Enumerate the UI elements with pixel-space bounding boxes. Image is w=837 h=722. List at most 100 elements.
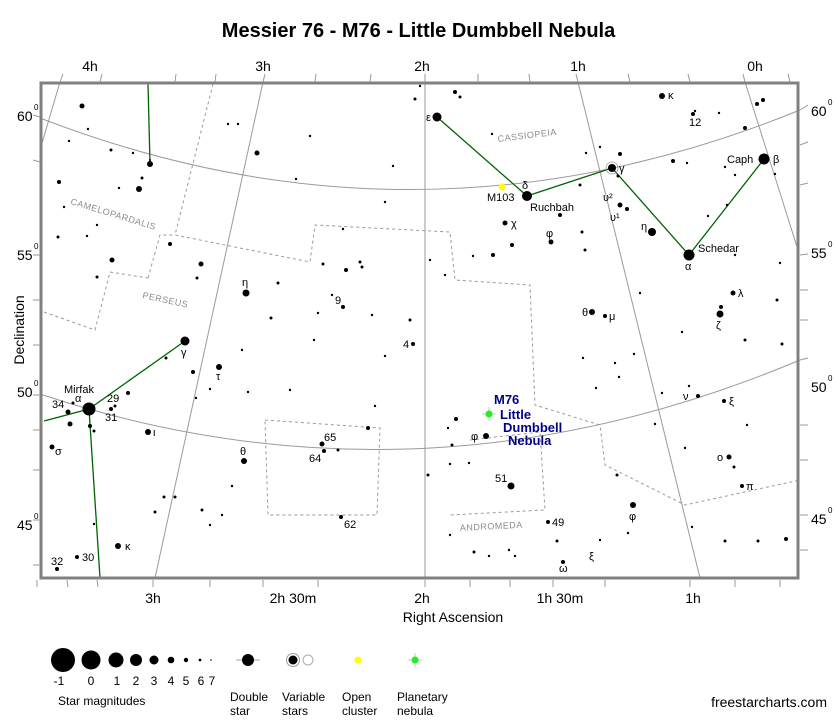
star-label-ruchbah: Ruchbah: [530, 202, 574, 214]
ra-bottom-tick: 1h: [685, 590, 701, 606]
svg-text:1: 1: [114, 674, 121, 688]
star-label-caph: Caph: [727, 154, 753, 166]
svg-text:0: 0: [828, 98, 833, 107]
legend-variable-stars: [286, 653, 314, 667]
dec-left-tick: 55: [17, 247, 33, 263]
svg-text:δ: δ: [522, 180, 528, 192]
target-name: M76: [494, 392, 519, 407]
dec-left-tick: 45: [17, 517, 33, 533]
svg-text:7: 7: [209, 674, 216, 688]
y-axis-label: Declination: [11, 295, 27, 364]
svg-text:12: 12: [689, 117, 701, 129]
legend: -1 0 1 2 3 4 5 6 7 Star magnitudes Doub: [51, 648, 448, 718]
x-axis-label: Right Ascension: [403, 609, 503, 625]
svg-text:34: 34: [52, 399, 64, 411]
svg-text:0: 0: [828, 374, 833, 383]
star-designation-labels: ε δ γ α β η κ 12 χ φ υ² υ¹ θ μ λ ζ ν ξ ο…: [51, 90, 779, 575]
constellation-label-perseus: PERSEUS: [142, 290, 190, 309]
svg-text:9: 9: [335, 295, 341, 307]
svg-text:51: 51: [495, 473, 507, 485]
svg-text:σ: σ: [55, 446, 62, 458]
svg-text:4: 4: [168, 674, 175, 688]
svg-text:32: 32: [51, 556, 63, 568]
svg-text:30: 30: [82, 552, 94, 564]
svg-text:τ: τ: [216, 371, 221, 383]
svg-text:65: 65: [324, 432, 336, 444]
svg-text:stars: stars: [282, 704, 308, 718]
axis-tick-labels: 4h 3h 2h 1h 0h 3h 2h 30m 2h 1h 30m 1h Ri…: [11, 58, 827, 625]
footer-credit[interactable]: freestarcharts.com: [711, 694, 827, 710]
chart-frame: [39, 81, 800, 580]
svg-text:0: 0: [34, 512, 39, 521]
svg-text:Open: Open: [342, 690, 371, 704]
ra-top-tick: 3h: [255, 58, 271, 74]
planetary-nebula-m76: [482, 407, 496, 421]
svg-text:Dumbbell: Dumbbell: [503, 420, 562, 435]
svg-text:Little: Little: [500, 407, 531, 422]
star-label-schedar: Schedar: [698, 243, 739, 255]
svg-text:θ: θ: [240, 446, 246, 458]
svg-text:cluster: cluster: [342, 704, 377, 718]
svg-text:5: 5: [183, 674, 190, 688]
svg-text:μ: μ: [609, 311, 615, 323]
svg-text:Planetary: Planetary: [397, 690, 448, 704]
top-ticks: [59, 73, 791, 83]
ra-grid-lines: [39, 81, 799, 579]
svg-text:χ: χ: [511, 218, 517, 230]
svg-text:π: π: [746, 481, 754, 493]
constellation-label-camelopardalis: CAMELOPARDALIS: [69, 196, 157, 232]
svg-text:0: 0: [34, 242, 39, 251]
svg-text:κ: κ: [125, 541, 131, 553]
svg-text:0: 0: [34, 103, 39, 112]
bottom-ticks: [36, 579, 781, 588]
ra-bottom-tick: 3h: [145, 590, 161, 606]
svg-text:0: 0: [828, 506, 833, 515]
svg-text:φ: φ: [546, 228, 553, 240]
svg-text:γ: γ: [181, 347, 187, 359]
dec-right-tick: 55: [811, 245, 827, 261]
svg-text:λ: λ: [738, 288, 744, 300]
open-cluster-m103: [498, 183, 506, 191]
ra-top-tick: 1h: [570, 58, 586, 74]
constellation-label-cassiopeia: CASSIOPEIA: [497, 127, 557, 144]
constellation-boundaries: [43, 83, 801, 516]
svg-text:62: 62: [344, 519, 356, 531]
svg-text:-1: -1: [54, 674, 65, 688]
dec-left-tick: 60: [17, 108, 33, 124]
svg-text:ξ: ξ: [589, 551, 594, 563]
svg-text:η: η: [242, 277, 248, 289]
svg-text:υ²: υ²: [603, 192, 613, 204]
svg-text:ε: ε: [426, 112, 431, 124]
star-label-mirfak: Mirfak: [64, 384, 94, 396]
svg-text:0: 0: [88, 674, 95, 688]
ra-bottom-tick: 2h 30m: [270, 590, 317, 606]
legend-planetary-nebula-icon: [408, 653, 422, 667]
dec-right-tick: 45: [811, 511, 827, 527]
svg-text:β: β: [773, 154, 779, 166]
open-cluster-label-m103: M103: [487, 192, 515, 204]
target-label: M76 Little Dumbbell Nebula: [494, 392, 562, 448]
stars: [49, 84, 788, 571]
ra-top-tick: 2h: [414, 58, 430, 74]
right-ticks: [799, 104, 809, 551]
svg-text:γ: γ: [619, 163, 625, 175]
dec-left-tick: 50: [17, 384, 33, 400]
legend-magnitudes-label: Star magnitudes: [58, 694, 145, 708]
svg-text:φ: φ: [471, 431, 478, 443]
chart-title: Messier 76 - M76 - Little Dumbbell Nebul…: [221, 20, 616, 42]
svg-text:31: 31: [105, 412, 117, 424]
svg-text:ξ: ξ: [729, 396, 734, 408]
left-ticks: [32, 114, 41, 566]
svg-text:Nebula: Nebula: [508, 433, 552, 448]
svg-text:υ¹: υ¹: [610, 212, 620, 224]
ra-top-tick: 4h: [82, 58, 98, 74]
svg-text:ο: ο: [717, 452, 723, 464]
svg-text:θ: θ: [582, 307, 588, 319]
svg-text:φ: φ: [629, 511, 636, 523]
svg-text:Variable: Variable: [282, 690, 325, 704]
svg-text:Double: Double: [230, 690, 268, 704]
svg-text:ω: ω: [559, 563, 568, 575]
constellation-labels: CASSIOPEIA CAMELOPARDALIS PERSEUS ANDROM…: [69, 127, 557, 533]
constellation-label-andromeda: ANDROMEDA: [460, 520, 523, 533]
dec-right-tick: 50: [811, 379, 827, 395]
